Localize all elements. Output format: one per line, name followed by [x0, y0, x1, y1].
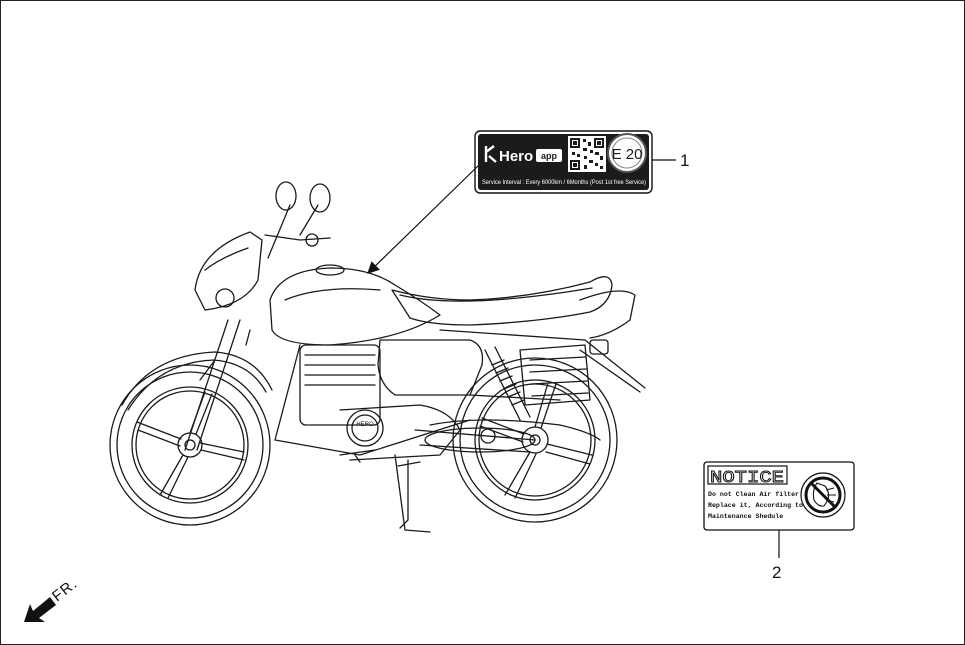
- mirror-right: [309, 183, 331, 213]
- front-direction-marker: FR.: [24, 575, 81, 622]
- front-wheel: [109, 364, 271, 526]
- saree-guard: [519, 344, 591, 406]
- motorcycle-illustration: [109, 181, 646, 533]
- handlebar: [264, 234, 331, 241]
- hero-logo-icon: [484, 145, 497, 163]
- exhaust: [429, 419, 601, 441]
- callout-2-number: 2: [772, 563, 781, 582]
- label-1-background: [478, 134, 649, 190]
- label-2-line-1: Do not Clean Air filter: [708, 491, 799, 498]
- front-fork: [184, 319, 241, 451]
- notice-heading-box: [707, 465, 788, 485]
- qr-code-icon: [568, 136, 606, 172]
- label-2-line-2: Replace it, According to: [708, 502, 803, 509]
- side-stand: [339, 449, 431, 533]
- label-2-heading: NOTICE: [710, 469, 784, 488]
- label-1-service-line: Service Interval : Every 6000km / 6Month…: [482, 179, 646, 186]
- headlight-cowl: [194, 231, 263, 311]
- engine-cover-logo: HERO: [356, 422, 374, 428]
- app-tag-box: [536, 149, 562, 162]
- front-fender: [121, 351, 273, 406]
- engine: [299, 344, 461, 461]
- label-1-badge: E 20: [612, 146, 643, 163]
- label-2-line-3: Maintenance Shedule: [708, 513, 783, 520]
- tail-section: [579, 290, 636, 339]
- chain-cover: [424, 427, 536, 453]
- mirror-left: [275, 181, 297, 211]
- label-1-app-tag: app: [541, 151, 558, 161]
- seat: [391, 276, 613, 326]
- front-marker-label: FR.: [49, 575, 81, 605]
- swingarm: [414, 429, 536, 453]
- side-panel: [377, 339, 484, 396]
- e20-badge-icon: [607, 133, 647, 173]
- rear-shock: [484, 346, 531, 421]
- callout-1-number: 1: [680, 151, 689, 170]
- no-air-blow-icon: [800, 472, 846, 518]
- front-arrow-icon: [24, 597, 56, 622]
- fuel-tank: [269, 267, 441, 346]
- fuel-cap: [315, 264, 345, 276]
- engine-cover: [346, 409, 384, 447]
- label-1-placement-arrow: [367, 165, 479, 274]
- label-1-brand: Hero: [499, 148, 533, 165]
- label-2-notice-sticker: NOTICE Do not Clean Air filter Replace i…: [703, 461, 855, 531]
- label-1-hero-app-sticker: Hero app: [474, 130, 653, 194]
